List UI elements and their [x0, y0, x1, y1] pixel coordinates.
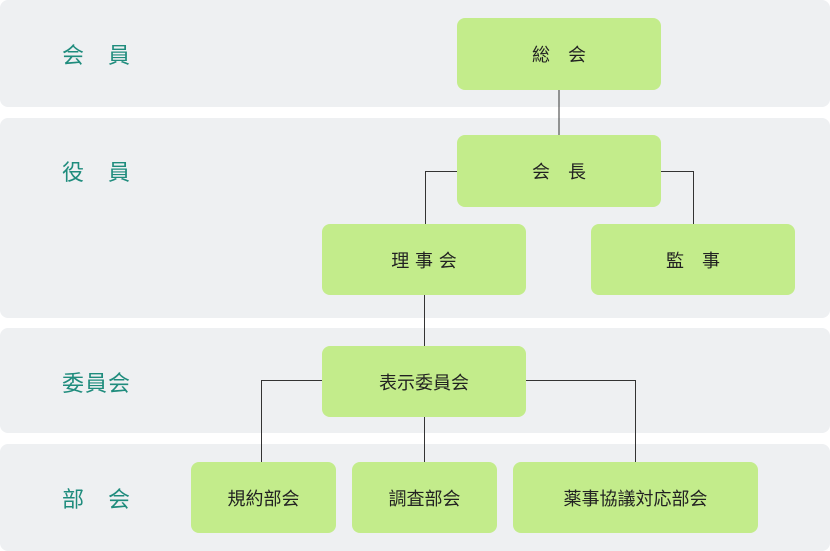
node-rules-division: 規約部会 — [191, 462, 336, 533]
band-label-divisions: 部 会 — [62, 488, 132, 513]
node-investigation-division: 調査部会 — [352, 462, 497, 533]
node-pharma-division: 薬事協議対応部会 — [513, 462, 758, 533]
node-chairman: 会 長 — [457, 135, 661, 207]
band-members — [0, 0, 830, 107]
band-label-committee: 委員会 — [62, 372, 132, 397]
node-labeling-committee: 表示委員会 — [322, 346, 526, 417]
node-auditor: 監 事 — [591, 224, 795, 295]
band-label-officers: 役 員 — [62, 161, 132, 186]
band-label-members: 会 員 — [62, 44, 132, 69]
node-board: 理 事 会 — [322, 224, 526, 295]
node-general-assembly: 総 会 — [457, 18, 661, 90]
